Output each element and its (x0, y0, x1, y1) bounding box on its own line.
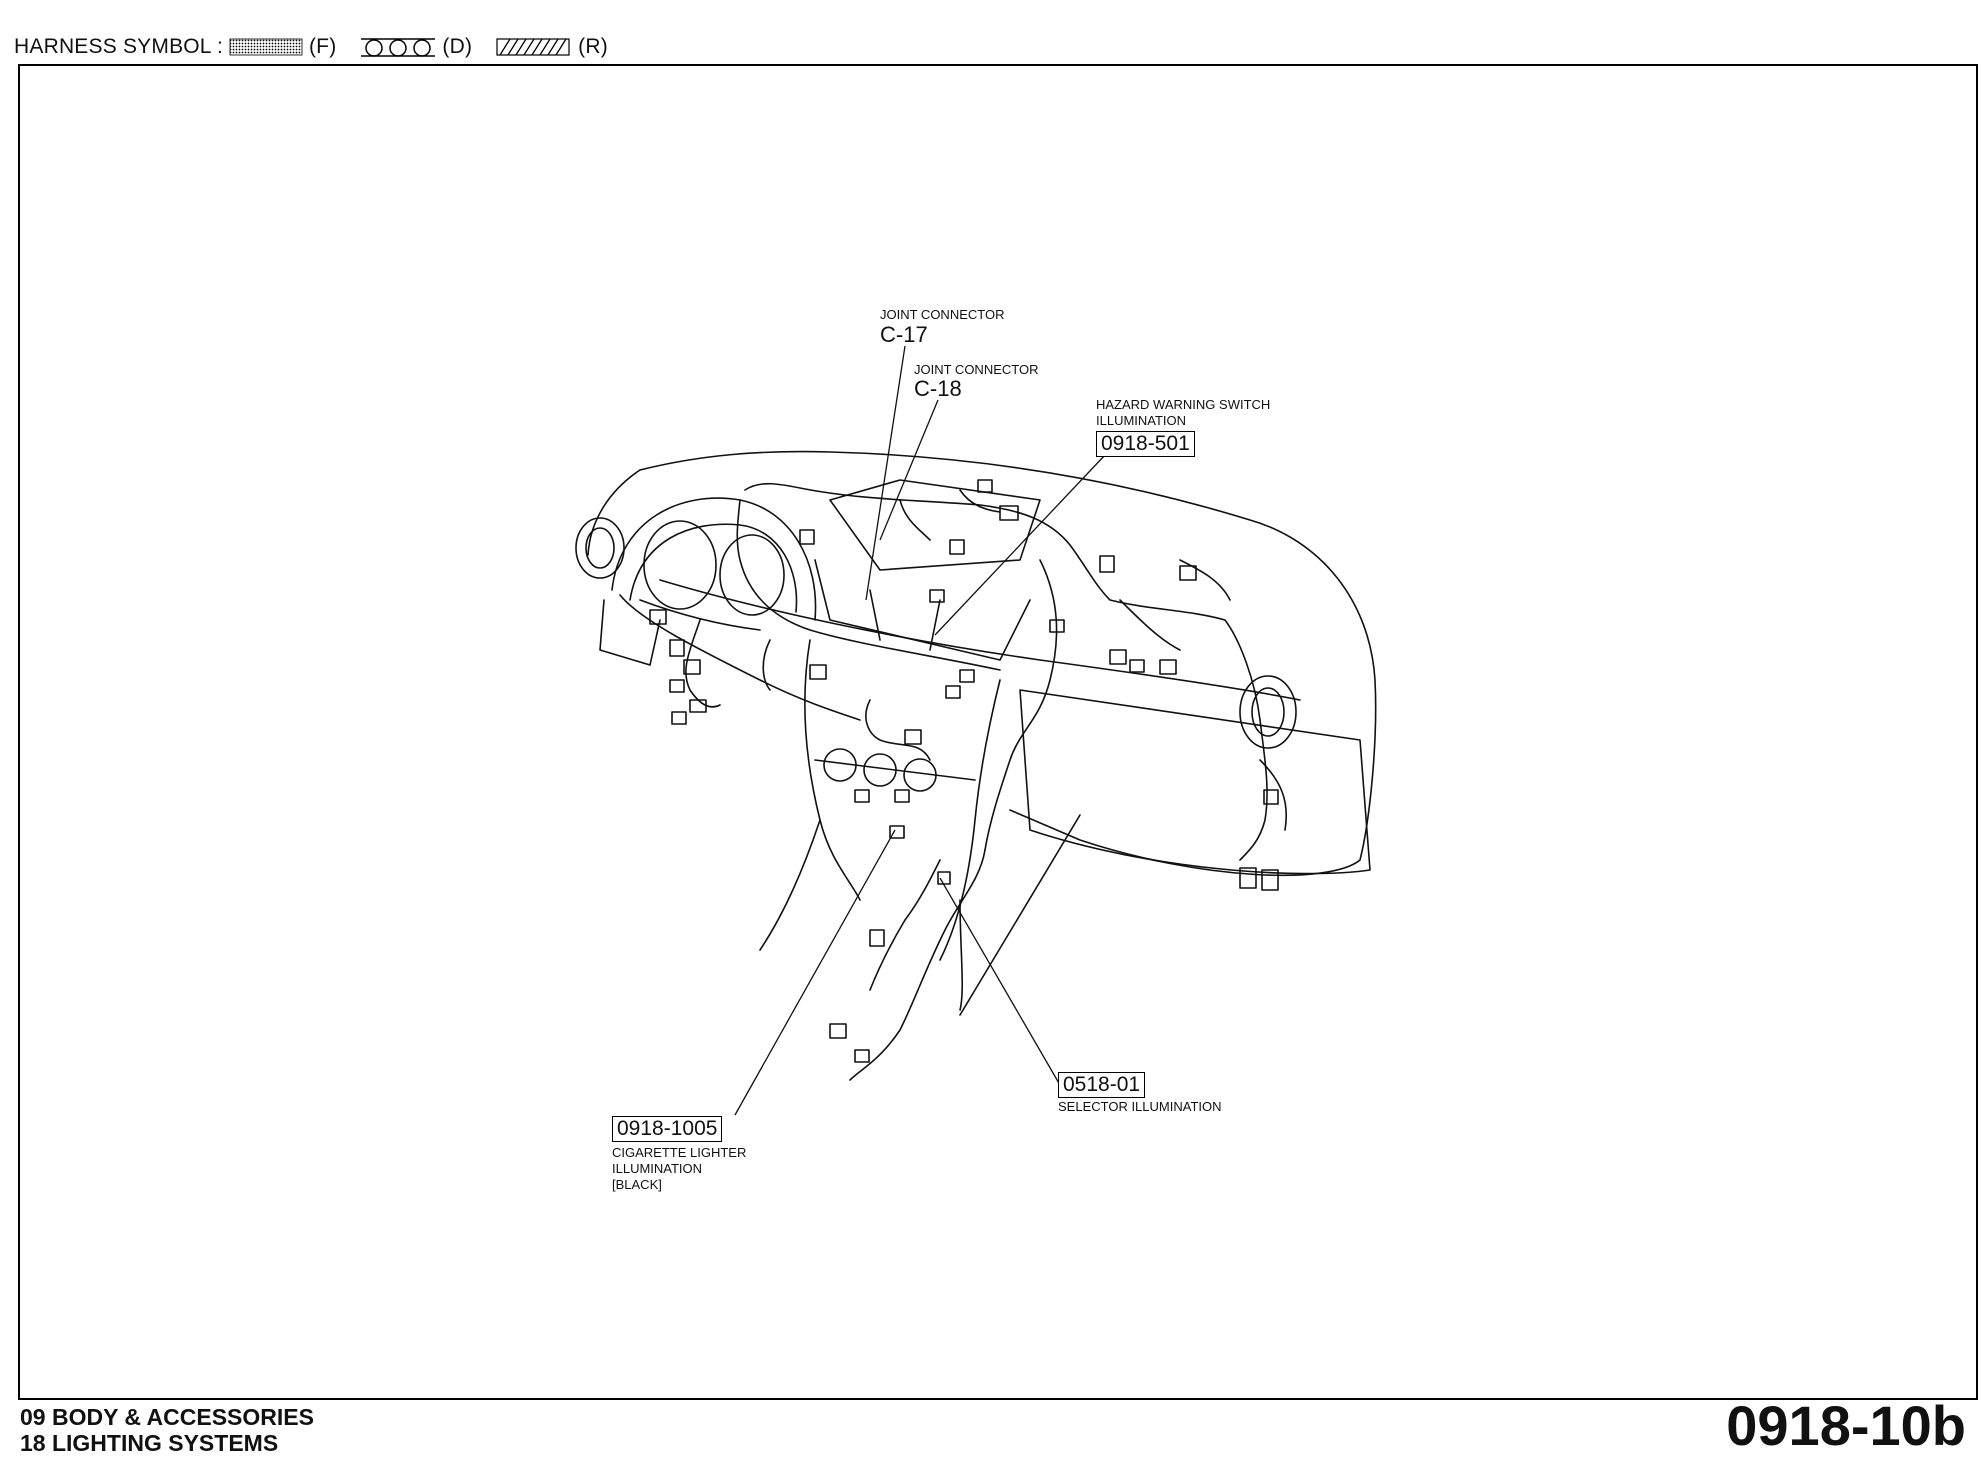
selector-illumination-label: SELECTOR ILLUMINATION (1058, 1099, 1222, 1114)
hazard-switch-code-box: 0918-501 (1096, 431, 1195, 457)
leader-hazard (934, 454, 1106, 636)
leader-c18 (879, 399, 939, 541)
legend-label: HARNESS SYMBOL : (14, 35, 223, 58)
legend-code-r: (R) (578, 35, 608, 58)
hatched-band-icon (496, 38, 570, 56)
section-line-body-accessories: 09 BODY & ACCESSORIES (20, 1404, 314, 1430)
hazard-switch-label-line2: ILLUMINATION (1096, 413, 1187, 428)
cigarette-lighter-label-line2: ILLUMINATION (612, 1161, 703, 1176)
joint-connector-c17-code: C-17 (880, 322, 928, 347)
cigarette-lighter-label-line3: [BLACK] (612, 1177, 662, 1192)
dotted-band-icon (229, 38, 303, 56)
leader-selector (939, 877, 1061, 1086)
circles-band-icon (361, 38, 436, 57)
diagram-frame (18, 64, 1978, 1400)
leader-cigarette (734, 829, 896, 1116)
joint-connector-c17-title: JOINT CONNECTOR (880, 307, 1005, 322)
selector-code-box: 0518-01 (1058, 1072, 1146, 1098)
legend-code-d: (D) (442, 35, 473, 58)
section-line-lighting-systems: 18 LIGHTING SYSTEMS (20, 1430, 279, 1456)
hazard-switch-label-line1: HAZARD WARNING SWITCH (1096, 397, 1271, 412)
section-title: 09 BODY & ACCESSORIES 18 LIGHTING SYSTEM… (20, 1404, 314, 1456)
harness-symbol-legend: HARNESS SYMBOL : (F) (D) (R) (14, 30, 626, 64)
leader-c17 (865, 345, 906, 601)
cigarette-lighter-code-box: 0918-1005 (612, 1116, 723, 1142)
legend-code-f: (F) (308, 35, 337, 58)
page-code: 0918-10b (1726, 1394, 1966, 1457)
cigarette-lighter-label-line1: CIGARETTE LIGHTER (612, 1145, 747, 1160)
joint-connector-c18-title: JOINT CONNECTOR (914, 362, 1039, 377)
joint-connector-c18-code: C-18 (914, 376, 962, 401)
